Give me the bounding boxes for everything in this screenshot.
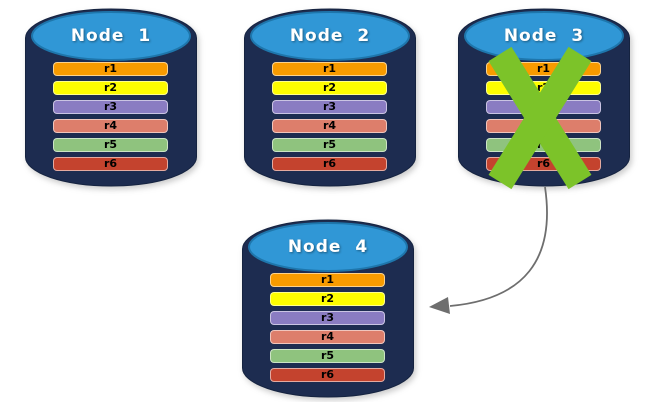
replica-row-r6: r6 [486,157,601,171]
replica-row-r3: r3 [486,100,601,114]
replica-row-r4: r4 [272,119,387,133]
replica-row-r3: r3 [272,100,387,114]
cylinder-top [31,11,191,61]
replica-list: r1 r2 r3 r4 r5 r6 [53,62,168,171]
replica-row-r2: r2 [53,81,168,95]
replica-row-r6: r6 [270,368,385,382]
node-3: Node 3 r1 r2 r3 r4 r5 r6 [456,6,632,190]
arrow-curve [449,186,548,307]
replica-row-r4: r4 [53,119,168,133]
replica-row-r1: r1 [272,62,387,76]
cylinder-top [248,222,408,272]
node-2: Node 2 r1 r2 r3 r4 r5 r6 [242,6,418,190]
replica-row-r4: r4 [270,330,385,344]
replica-list: r1 r2 r3 r4 r5 r6 [270,273,385,382]
node-title: Node 1 [70,26,152,46]
node-title: Node 2 [289,26,371,46]
node-4: Node 4 r1 r2 r3 r4 r5 r6 [240,217,416,401]
replica-row-r5: r5 [272,138,387,152]
node-title: Node 3 [503,26,585,46]
replica-row-r3: r3 [270,311,385,325]
replica-row-r2: r2 [272,81,387,95]
replica-row-r6: r6 [272,157,387,171]
replica-row-r5: r5 [53,138,168,152]
cylinder-top [250,11,410,61]
replica-row-r5: r5 [486,138,601,152]
replica-row-r3: r3 [53,100,168,114]
node-title: Node 4 [287,237,369,257]
replica-row-r1: r1 [53,62,168,76]
replica-row-r2: r2 [486,81,601,95]
replica-row-r6: r6 [53,157,168,171]
replica-row-r2: r2 [270,292,385,306]
replica-row-r4: r4 [486,119,601,133]
replica-list: r1 r2 r3 r4 r5 r6 [272,62,387,171]
replica-row-r1: r1 [486,62,601,76]
replica-list: r1 r2 r3 r4 r5 r6 [486,62,601,171]
arrow-head-icon [429,297,450,314]
replica-row-r1: r1 [270,273,385,287]
node-1: Node 1 r1 r2 r3 r4 r5 r6 [23,6,199,190]
replica-row-r5: r5 [270,349,385,363]
